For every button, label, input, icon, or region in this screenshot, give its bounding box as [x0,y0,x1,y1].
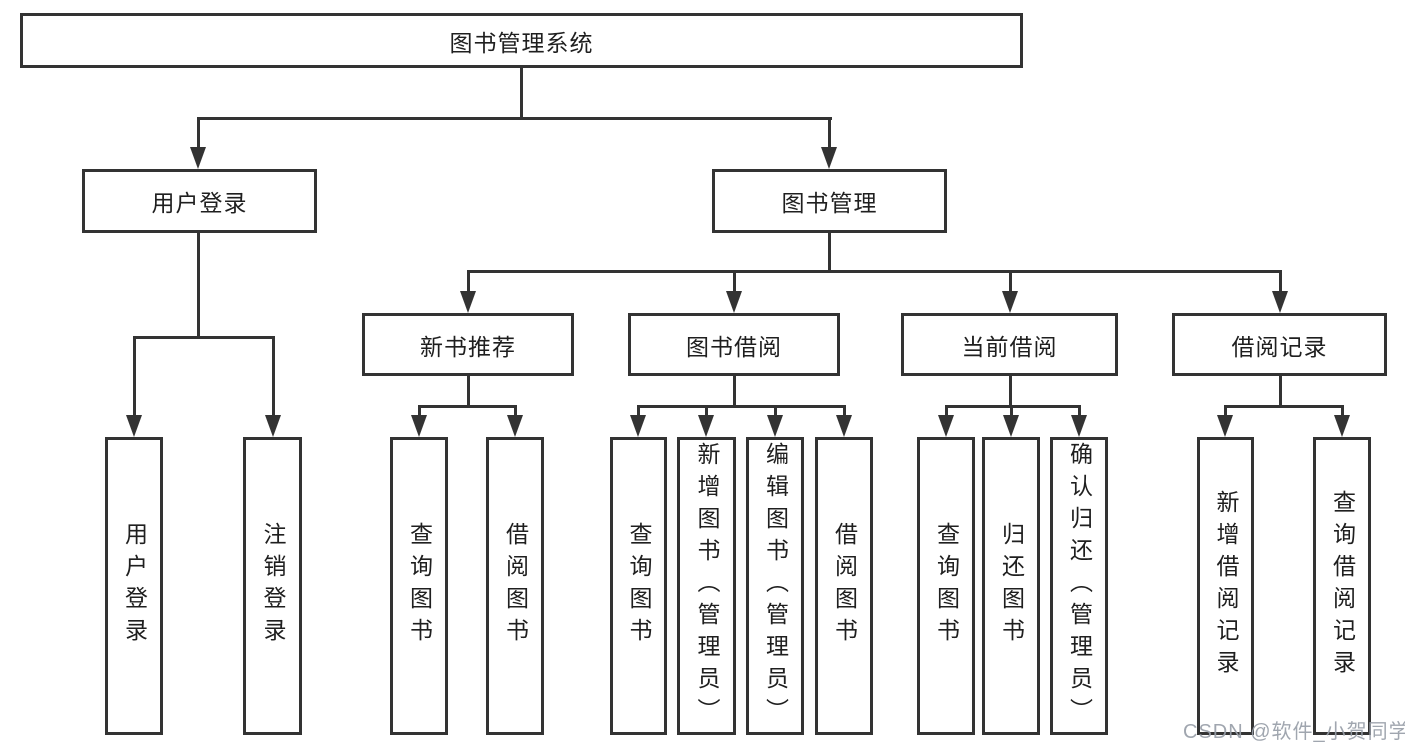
node-label: 用户登录 [151,190,248,216]
connector-stub [1009,376,1012,407]
node-label: 当前借阅 [961,333,1058,360]
leaf-label: 借阅图书 [502,522,529,650]
connector-split [637,405,845,408]
connector-drop [945,405,948,417]
connector-stub [1279,376,1282,407]
leaf-label: 确认归还（管理员） [1066,442,1093,730]
arrowhead-down-icon [938,415,954,437]
connector-drop [1224,405,1227,417]
leaf-borrow-books-recommend: 借阅图书 [486,437,544,735]
arrowhead-down-icon [767,415,783,437]
leaf-add-borrow-record: 新增借阅记录 [1197,437,1254,735]
connector-drop [514,405,517,417]
node-label: 新书推荐 [420,333,516,360]
connector-drop [637,405,640,417]
arrowhead-down-icon [726,291,742,313]
connector-bookmgmt-split [467,270,1281,273]
node-root: 图书管理系统 [20,13,1023,68]
node-user-login: 用户登录 [82,169,317,233]
arrowhead-down-icon [460,291,476,313]
node-borrowing-records: 借阅记录 [1172,313,1387,376]
arrowhead-down-icon [1002,291,1018,313]
arrowhead-down-icon [1003,415,1019,437]
leaf-logout: 注销登录 [243,437,302,735]
connector-split [418,405,517,408]
arrowhead-down-icon [190,147,206,169]
connector-root-stub [520,68,523,118]
connector-drop [467,270,470,292]
arrowhead-down-icon [698,415,714,437]
leaf-label: 注销登录 [260,522,286,650]
arrowhead-down-icon [1217,415,1233,437]
leaf-label: 新增图书（管理员） [694,442,720,730]
connector-drop [1078,405,1081,417]
arrowhead-down-icon [1071,415,1087,437]
arrowhead-down-icon [836,415,852,437]
leaf-confirm-return-admin: 确认归还（管理员） [1050,437,1108,735]
connector-root-split [197,117,832,120]
connector-userlogin-split [133,336,275,339]
node-current-borrowing: 当前借阅 [901,313,1118,376]
connector-stub [467,376,470,407]
connector-drop [828,117,831,149]
node-label: 图书管理 [781,190,878,216]
connector-bookmgmt-stub [828,233,831,272]
leaf-user-login: 用户登录 [105,437,163,735]
connector-drop [843,405,846,417]
leaf-query-books-borrow: 查询图书 [610,437,667,735]
node-label: 图书借阅 [686,333,782,360]
connector-split [1224,405,1343,408]
leaf-query-borrow-record: 查询借阅记录 [1313,437,1371,735]
node-label: 借阅记录 [1231,333,1328,360]
node-label: 图书管理系统 [449,29,594,56]
leaf-label: 归还图书 [998,522,1025,650]
connector-drop [1279,270,1282,292]
arrowhead-down-icon [1272,291,1288,313]
connector-drop [133,336,136,416]
arrowhead-down-icon [821,147,837,169]
connector-drop [197,117,200,149]
leaf-borrow-books-borrow: 借阅图书 [815,437,873,735]
connector-drop [705,405,708,417]
leaf-return-books: 归还图书 [982,437,1040,735]
arrowhead-down-icon [126,415,142,437]
arrowhead-down-icon [265,415,281,437]
leaf-query-books-recommend: 查询图书 [390,437,448,735]
connector-drop [1009,270,1012,292]
leaf-edit-books-admin: 编辑图书（管理员） [746,437,804,735]
connector-drop [733,270,736,292]
leaf-label: 查询图书 [626,522,652,650]
leaf-label: 查询图书 [406,522,433,650]
connector-drop [272,336,275,416]
arrowhead-down-icon [507,415,523,437]
node-new-book-recommend: 新书推荐 [362,313,574,376]
leaf-query-books-current: 查询图书 [917,437,975,735]
connector-drop [1341,405,1344,417]
connector-drop [774,405,777,417]
leaf-label: 用户登录 [121,522,148,650]
csdn-watermark: CSDN @软件_小贺同学 [1183,721,1405,743]
leaf-add-books-admin: 新增图书（管理员） [677,437,736,735]
connector-drop [1010,405,1013,417]
leaf-label: 借阅图书 [831,522,858,650]
arrowhead-down-icon [411,415,427,437]
leaf-label: 新增借阅记录 [1213,490,1239,682]
leaf-label: 查询图书 [933,522,960,650]
arrowhead-down-icon [630,415,646,437]
connector-drop [418,405,421,417]
node-book-borrowing: 图书借阅 [628,313,840,376]
connector-userlogin-stub [197,233,200,338]
arrowhead-down-icon [1334,415,1350,437]
node-book-management: 图书管理 [712,169,947,233]
connector-stub [733,376,736,407]
leaf-label: 查询借阅记录 [1329,490,1356,682]
leaf-label: 编辑图书（管理员） [762,442,789,730]
